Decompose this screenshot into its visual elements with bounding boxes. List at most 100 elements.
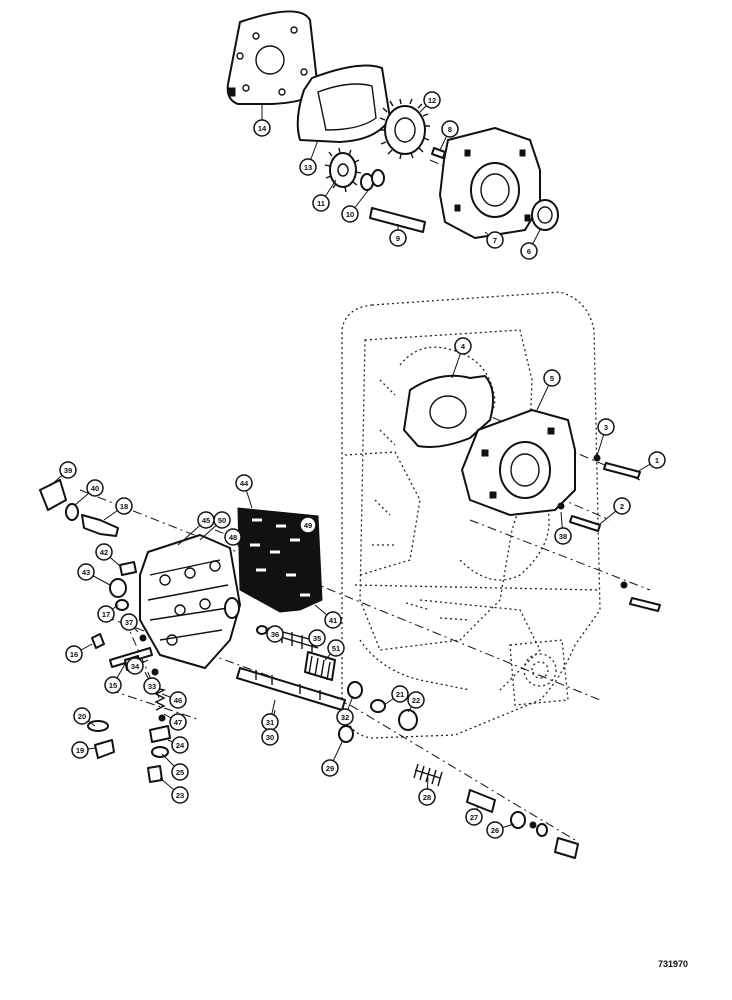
valve-plug-and-washer [39,479,79,521]
valve-small-parts [87,561,171,783]
callout-circle [407,691,425,709]
callout-circle [171,786,189,804]
callout-number: 29 [326,764,334,773]
callout-33: 33 [143,677,161,695]
callout-23: 23 [171,786,189,804]
valve-spool-and-springs [236,625,418,743]
housing-gasket [403,374,495,448]
callout-47: 47 [169,713,187,731]
callout-number: 25 [176,768,184,777]
callout-number: 50 [218,516,226,525]
callout-29: 29 [321,759,339,777]
callout-circle [486,821,504,839]
callout-number: 22 [412,696,420,705]
callout-circle [86,479,104,497]
callout-circle [65,645,83,663]
callout-30: 30 [261,728,279,746]
callout-number: 39 [64,466,72,475]
callout-49: 49 [299,516,317,534]
callout-3: 3 [597,418,615,436]
callout-circle [299,158,317,176]
callout-circle [543,369,561,387]
callout-number: 3 [604,423,608,432]
callout-number: 17 [102,610,110,619]
callout-circle [465,808,483,826]
callout-circle [59,461,77,479]
callout-number: 42 [100,548,108,557]
callout-11: 11 [312,194,330,212]
callout-46: 46 [169,691,187,709]
callout-number: 10 [346,210,354,219]
callout-37: 37 [120,613,138,631]
callout-31: 31 [261,713,279,731]
pump-shaft-and-pin [369,147,446,233]
pump-gasket [296,64,391,143]
callout-number: 23 [176,791,184,800]
callout-circle [266,625,284,643]
callout-38: 38 [554,527,572,545]
callout-circle [308,629,326,647]
callout-6: 6 [520,242,538,260]
callout-circle [391,685,409,703]
callout-number: 41 [329,616,337,625]
figure-code: 731970 [658,959,688,969]
callout-21: 21 [391,685,409,703]
callout-32: 32 [336,708,354,726]
callout-16: 16 [65,645,83,663]
callout-28: 28 [418,788,436,806]
callout-circle [169,713,187,731]
callout-number: 21 [396,690,404,699]
callout-circle [126,657,144,675]
callout-25: 25 [171,763,189,781]
callout-circle [423,91,441,109]
callout-51: 51 [327,639,345,657]
regulator-spring-and-plug [413,763,579,859]
callout-2: 2 [613,497,631,515]
callout-number: 13 [304,163,312,172]
callout-circle [73,707,91,725]
callout-number: 44 [240,479,249,488]
callout-number: 31 [266,718,274,727]
callout-19: 19 [71,741,89,759]
callout-number: 14 [258,124,267,133]
callout-number: 19 [76,746,84,755]
callout-number: 51 [332,644,340,653]
transmission-housing-outline [341,291,601,739]
callout-40: 40 [86,479,104,497]
callout-number: 11 [317,199,325,208]
callout-number: 30 [266,733,274,742]
callout-circle [235,474,253,492]
callout-39: 39 [59,461,77,479]
callout-20: 20 [73,707,91,725]
callout-circle [613,497,631,515]
housing-pump-assembly [461,409,576,516]
valve-fitting [81,514,119,537]
callout-number: 24 [176,741,185,750]
callout-number: 5 [550,374,554,383]
callout-circle [389,229,407,247]
callout-circle [324,611,342,629]
callout-circle [213,511,231,529]
callout-circle [120,613,138,631]
valve-body [139,534,241,669]
callout-number: 34 [131,662,140,671]
callout-circle [77,563,95,581]
callout-number: 33 [148,682,156,691]
callout-4: 4 [454,337,472,355]
callout-1: 1 [648,451,666,469]
callout-number: 8 [448,125,452,134]
callout-22: 22 [407,691,425,709]
callout-number: 36 [271,630,279,639]
callout-35: 35 [308,629,326,647]
callout-number: 6 [527,247,531,256]
callout-number: 27 [470,813,478,822]
callout-number: 43 [82,568,90,577]
callout-circle [104,676,122,694]
callout-number: 46 [174,696,182,705]
callout-number: 2 [620,502,624,511]
callout-number: 26 [491,826,499,835]
callout-circle [554,527,572,545]
callout-number: 4 [461,342,466,351]
callout-circle [321,759,339,777]
